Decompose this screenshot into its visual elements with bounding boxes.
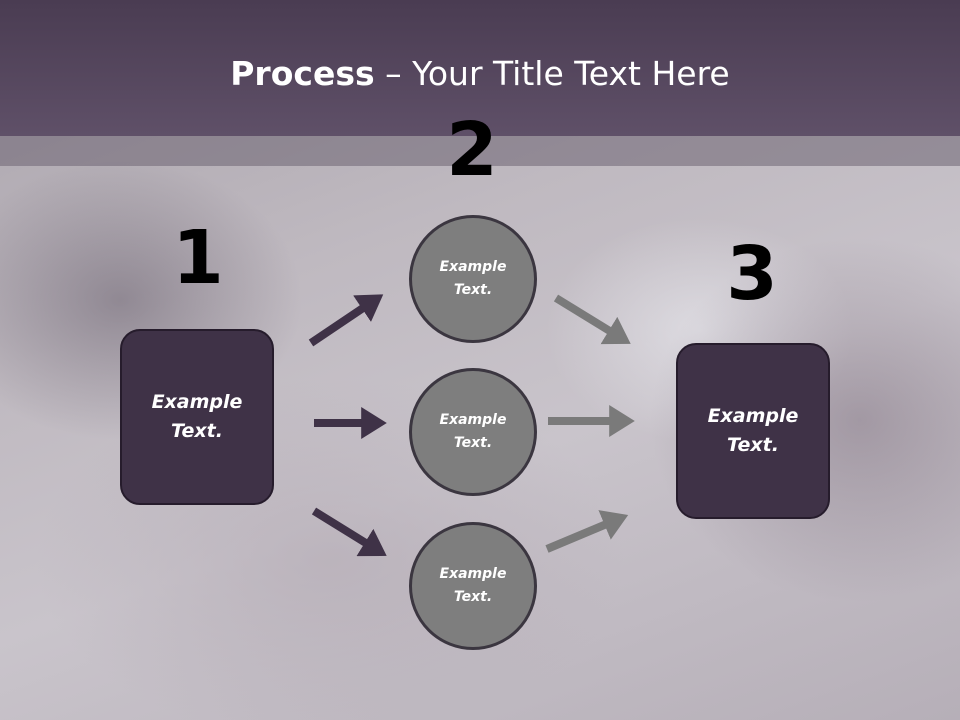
step-2-circle-middle: Example Text. — [409, 368, 537, 496]
step-2-label-middle: Example Text. — [439, 412, 507, 451]
title-bar — [0, 0, 960, 136]
arrow-2-top-to-3 — [553, 294, 631, 345]
step-3-box: Example Text. — [676, 343, 830, 519]
step-number-2: 2 — [446, 107, 498, 193]
arrow-1-to-2-bottom — [311, 507, 387, 557]
title-rest: – Your Title Text Here — [374, 54, 730, 93]
step-3-label: Example Text. — [707, 405, 799, 456]
step-number-1: 1 — [172, 215, 224, 301]
title-bold: Process — [230, 54, 375, 93]
step-number-3: 3 — [726, 231, 778, 317]
step-2-label-bottom: Example Text. — [439, 566, 507, 605]
step-1-label: Example Text. — [151, 391, 243, 442]
slide-title: Process – Your Title Text Here — [0, 52, 960, 96]
step-2-circle-top: Example Text. — [409, 215, 537, 343]
step-2-label-top: Example Text. — [439, 259, 507, 298]
arrow-1-to-2-top — [308, 294, 384, 347]
step-2-circle-bottom: Example Text. — [409, 522, 537, 650]
arrow-2-bottom-to-3 — [545, 510, 629, 553]
title-bar-shadow — [0, 136, 960, 166]
step-1-box: Example Text. — [120, 329, 274, 505]
